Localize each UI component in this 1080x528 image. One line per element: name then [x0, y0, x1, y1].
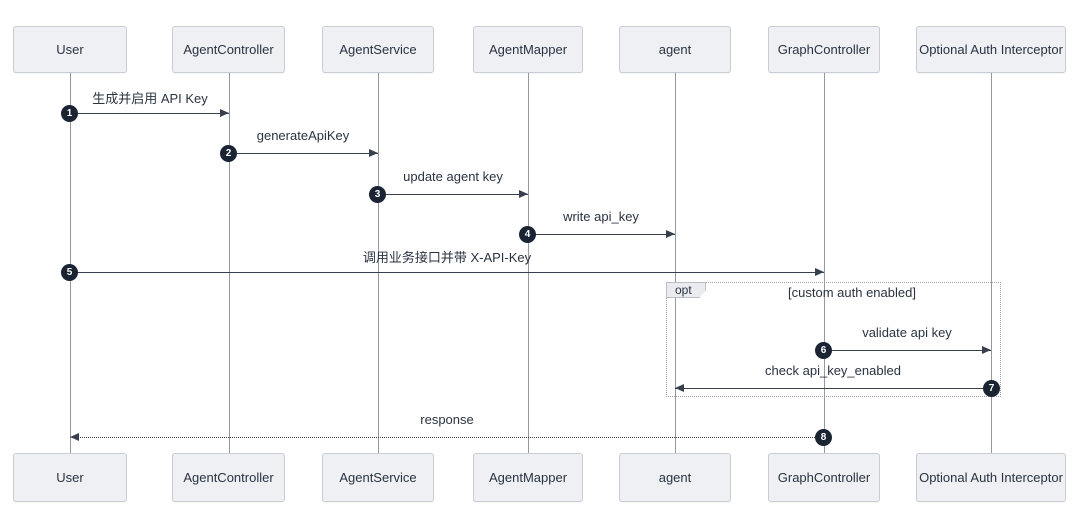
- actor-label: AgentMapper: [488, 42, 568, 57]
- message-arrow: [70, 272, 824, 273]
- actor-label: AgentController: [183, 42, 274, 57]
- arrowhead-right-icon: [815, 268, 824, 276]
- actor-label: User: [56, 470, 84, 485]
- actor-label: User: [56, 42, 84, 57]
- actor-label: AgentMapper: [488, 470, 568, 485]
- message-label: write api_key: [563, 209, 639, 224]
- lifeline-agent: [675, 73, 676, 453]
- opt-fragment-label: opt: [666, 282, 706, 298]
- sequence-number: 7: [983, 380, 1000, 397]
- lifeline-agentcontroller: [229, 73, 230, 453]
- message-arrow: [378, 194, 528, 195]
- actor-box-agentservice-top: AgentService: [322, 26, 434, 73]
- sequence-number: 4: [519, 226, 536, 243]
- message-label: 生成并启用 API Key: [92, 91, 208, 106]
- message-arrow: [229, 153, 378, 154]
- actor-box-graphcontroller-bottom: GraphController: [768, 453, 880, 502]
- arrowhead-left-icon: [70, 433, 79, 441]
- message-label: check api_key_enabled: [765, 363, 901, 378]
- message-arrow-dotted: [70, 437, 823, 438]
- sequence-number: 2: [220, 145, 237, 162]
- actor-box-optional-auth-interceptor-bottom: Optional Auth Interceptor: [916, 453, 1066, 502]
- actor-box-graphcontroller-top: GraphController: [768, 26, 880, 73]
- actor-box-agentmapper-top: AgentMapper: [473, 26, 583, 73]
- actor-box-agentcontroller-top: AgentController: [172, 26, 285, 73]
- actor-label: AgentController: [183, 470, 274, 485]
- actor-label: Optional Auth Interceptor: [919, 470, 1063, 485]
- actor-box-agent-bottom: agent: [619, 453, 731, 502]
- sequence-number: 5: [61, 264, 78, 281]
- actor-label: GraphController: [777, 42, 871, 57]
- sequence-number: 8: [815, 429, 832, 446]
- message-label: generateApiKey: [256, 128, 350, 143]
- actor-box-agent-top: agent: [619, 26, 731, 73]
- message-arrow: [70, 113, 229, 114]
- lifeline-agentservice: [378, 73, 379, 453]
- arrowhead-left-icon: [675, 384, 684, 392]
- lifeline-agentmapper: [528, 73, 529, 453]
- lifeline-user: [70, 73, 71, 453]
- actor-box-agentcontroller-bottom: AgentController: [172, 453, 285, 502]
- message-label: response: [420, 412, 474, 427]
- lifeline-graphcontroller: [824, 73, 825, 453]
- arrowhead-right-icon: [519, 190, 528, 198]
- sequence-number: 1: [61, 105, 78, 122]
- actor-label: Optional Auth Interceptor: [919, 42, 1063, 57]
- message-label: 调用业务接口并带 X-API-Key: [362, 250, 532, 265]
- message-arrow: [824, 350, 991, 351]
- arrowhead-right-icon: [982, 346, 991, 354]
- actor-label: agent: [658, 470, 692, 485]
- message-label: update agent key: [403, 169, 503, 184]
- actor-label: AgentService: [339, 470, 417, 485]
- message-arrow: [675, 388, 991, 389]
- lifeline-optional-auth-interceptor: [991, 73, 992, 453]
- opt-fragment: [666, 282, 1001, 397]
- message-arrow: [528, 234, 675, 235]
- actor-label: AgentService: [339, 42, 417, 57]
- message-label: validate api key: [862, 325, 952, 340]
- sequence-number: 6: [815, 342, 832, 359]
- arrowhead-right-icon: [666, 230, 675, 238]
- arrowhead-right-icon: [220, 109, 229, 117]
- actor-label: GraphController: [777, 470, 871, 485]
- actor-box-agentmapper-bottom: AgentMapper: [473, 453, 583, 502]
- opt-guard-label: [custom auth enabled]: [788, 285, 916, 300]
- actor-box-agentservice-bottom: AgentService: [322, 453, 434, 502]
- actor-box-user-top: User: [13, 26, 127, 73]
- actor-box-user-bottom: User: [13, 453, 127, 502]
- actor-label: agent: [658, 42, 692, 57]
- sequence-number: 3: [369, 186, 386, 203]
- arrowhead-right-icon: [369, 149, 378, 157]
- actor-box-optional-auth-interceptor-top: Optional Auth Interceptor: [916, 26, 1066, 73]
